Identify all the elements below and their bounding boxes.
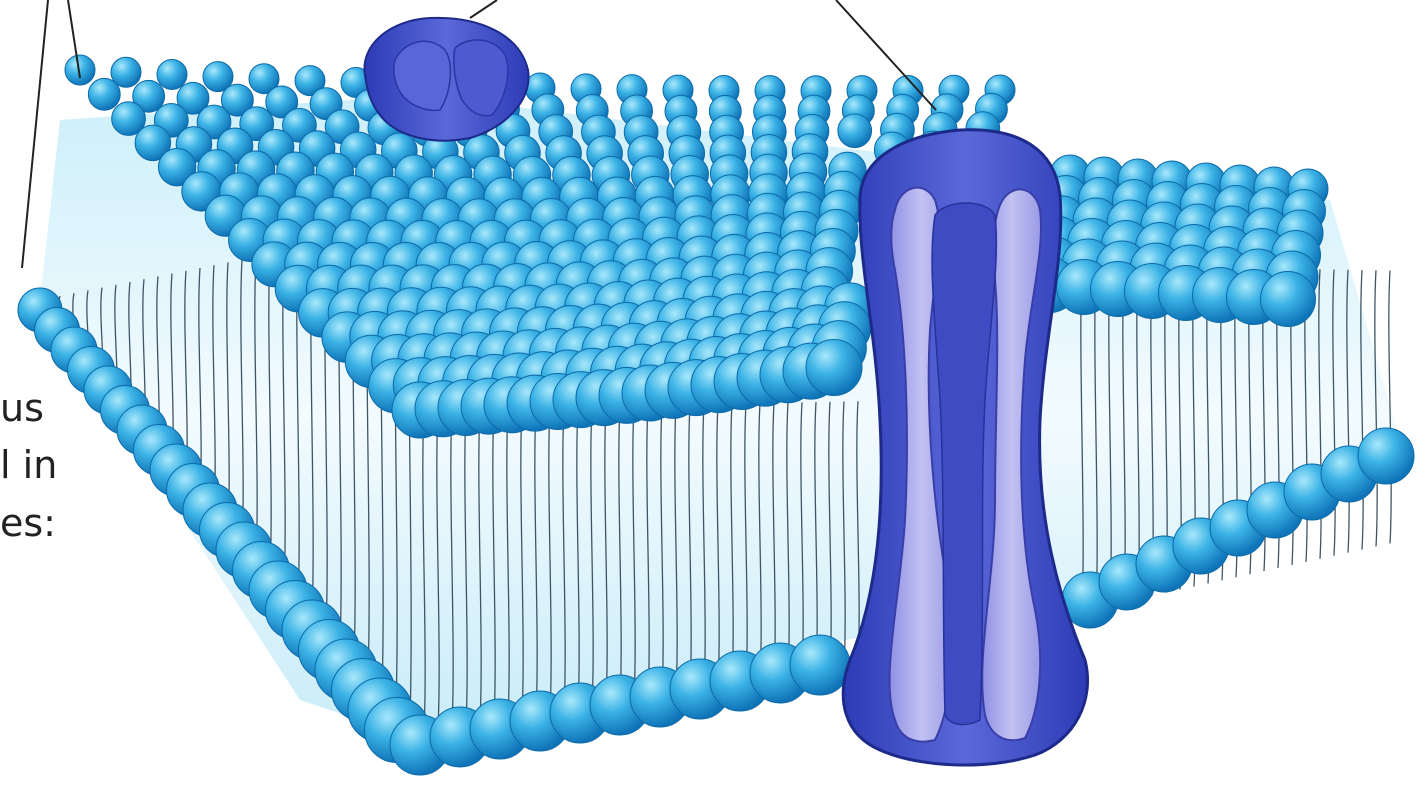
phospholipid-head-icon — [157, 59, 187, 89]
phospholipid-head-icon — [838, 114, 872, 148]
peripheral-protein-icon — [364, 18, 528, 141]
phospholipid-head-icon — [1358, 428, 1414, 484]
label-text-line-2: l in — [0, 446, 57, 484]
label-text-line-1: us — [0, 389, 44, 427]
phospholipid-head-icon — [1261, 272, 1316, 327]
label-text-line-3: es: — [0, 504, 56, 542]
phospholipid-head-icon — [88, 78, 120, 110]
phospholipid-head-icon — [65, 55, 95, 85]
phospholipid-head-icon — [790, 635, 850, 695]
phospholipid-head-icon — [806, 339, 862, 395]
